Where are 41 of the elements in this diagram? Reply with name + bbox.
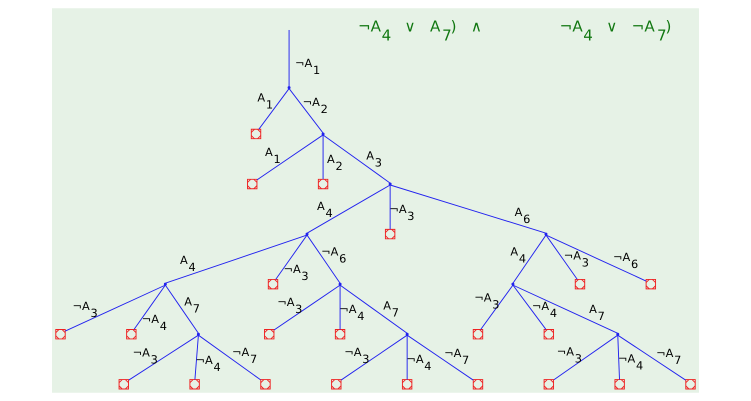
connector	[288, 88, 324, 134]
connector	[275, 234, 308, 280]
node-point	[544, 232, 548, 236]
connector	[406, 334, 474, 381]
node-point	[616, 332, 620, 336]
connector	[258, 88, 290, 130]
node-point	[288, 86, 291, 90]
node-point	[322, 132, 325, 136]
connector	[553, 334, 618, 380]
connector	[512, 234, 546, 284]
connector	[322, 134, 390, 184]
node-point	[164, 282, 167, 286]
connector	[546, 234, 647, 282]
node-point	[196, 332, 200, 336]
connector	[164, 284, 199, 334]
connector	[198, 334, 261, 380]
connector	[512, 284, 546, 330]
connector	[64, 284, 166, 332]
connector	[546, 234, 578, 280]
connector	[618, 334, 686, 381]
connector	[134, 284, 166, 330]
node-point	[306, 232, 309, 236]
connector	[480, 284, 514, 330]
connector	[390, 184, 546, 234]
node-point	[511, 282, 514, 286]
connector	[128, 334, 199, 381]
connector	[340, 334, 408, 381]
connector	[390, 184, 391, 230]
connector	[194, 334, 199, 380]
connector	[322, 134, 324, 180]
node-point	[406, 332, 409, 336]
connector	[340, 284, 341, 330]
node-point	[388, 182, 392, 186]
connector	[306, 234, 340, 284]
connector	[165, 234, 308, 284]
connector	[274, 284, 340, 330]
connector	[288, 30, 290, 87]
connector	[617, 334, 620, 380]
connector	[340, 284, 408, 334]
node-point	[338, 282, 342, 286]
connector	[406, 334, 408, 380]
